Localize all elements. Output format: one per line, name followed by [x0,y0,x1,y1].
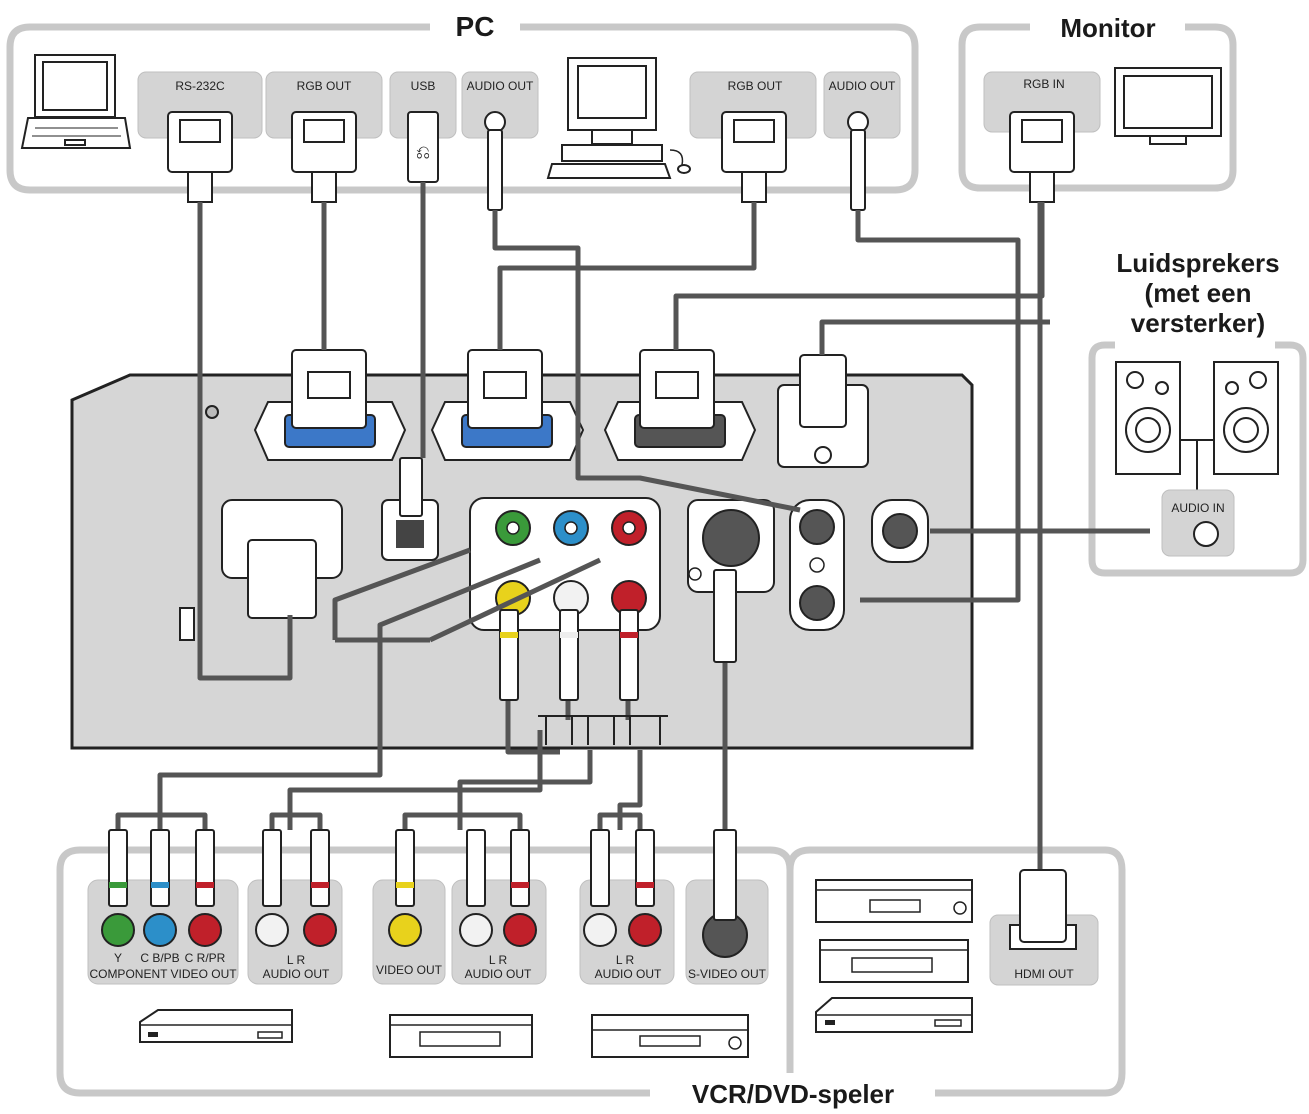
pc-group-frame: PC [6,11,919,194]
port-rgb-out-1-label: RGB OUT [297,79,352,93]
hdmi-out-label: HDMI OUT [1014,967,1074,981]
port-usb: USB [389,71,457,139]
svg-text:⎌: ⎌ [416,142,430,162]
laptop-icon [20,54,132,149]
vga-plug-rgb-out-2 [721,111,787,203]
cable-splitter [538,715,668,745]
hdmi-out-panel: HDMI OUT [989,869,1099,986]
port-audio-out-1: AUDIO OUT [461,71,539,139]
monitor-group-frame: Monitor [958,13,1237,192]
port-usb-label: USB [411,79,436,93]
audio-out-3-label: AUDIO OUT [263,967,330,981]
vcr-group-frame: VCR/DVD-speler [56,846,1126,1109]
vcr-icon-2 [815,879,973,923]
vcr-icon-1 [389,1014,533,1058]
s-video-out-label: S-VIDEO OUT [688,967,767,981]
speakers-group-frame: Luidsprekers (met een versterker) [1088,248,1307,577]
port-rgb-in-label: RGB IN [1023,77,1064,91]
speaker-left-icon [1115,361,1181,475]
component-video-out-label: COMPONENT VIDEO OUT [89,967,237,981]
port-rgb-out-2-label: RGB OUT [728,79,783,93]
usb-plug: ⎌ [407,111,439,183]
rca-plugs-vcr [108,829,737,921]
projector-control-port [221,499,343,619]
projector-audio-ports [789,499,929,631]
vcr-icon-3 [819,939,969,983]
audio-lr-2-label: L R [489,953,508,967]
pc-title: PC [456,11,495,42]
dvd-player-icon-1 [139,1009,293,1043]
video-out-label: VIDEO OUT [376,963,443,977]
projector-computer-in-2 [430,349,585,461]
vcr-title: VCR/DVD-speler [692,1079,894,1109]
projector-usb-port [381,457,439,561]
audio-out-5-label: AUDIO OUT [595,967,662,981]
audio-out-4-label: AUDIO OUT [465,967,532,981]
projector-s-video-port [687,499,775,593]
speakers-title-line1: Luidsprekers [1116,248,1279,278]
audio-plug-pc-1 [487,129,503,211]
projector-computer-in-1 [253,349,407,461]
port-audio-in-label: AUDIO IN [1171,501,1224,515]
audio-lr-3-label: L R [616,953,635,967]
speaker-right-icon [1213,361,1279,475]
dvd-player-icon-2 [815,997,973,1033]
projector-monitor-out [603,349,757,461]
vcr-dvd-combo-icon [591,1014,749,1058]
projector-hdmi-in [777,354,869,468]
vga-plug-rgb-out-1 [291,111,357,203]
vga-plug-rgb-in [1009,111,1075,203]
speakers-title-line2: (met een [1145,278,1252,308]
monitor-icon [1114,67,1222,145]
port-audio-in: AUDIO IN [1161,489,1235,557]
speakers-title-line3: versterker) [1131,308,1265,338]
component-cb-label: C B/PB [140,951,179,965]
port-rs232c-label: RS-232C [175,79,225,93]
audio-plug-pc-2 [850,129,866,211]
monitor-title: Monitor [1060,13,1155,43]
port-audio-out-2: AUDIO OUT [823,71,901,139]
component-y-label: Y [114,951,122,965]
component-cr-label: C R/PR [185,951,226,965]
desktop-pc-icon [546,57,691,179]
audio-lr-1-label: L R [287,953,306,967]
port-audio-out-2-label: AUDIO OUT [829,79,896,93]
vcr-video-panel: VIDEO OUT [372,879,446,985]
rca-plugs-projector [499,569,737,701]
port-audio-out-1-label: AUDIO OUT [467,79,534,93]
